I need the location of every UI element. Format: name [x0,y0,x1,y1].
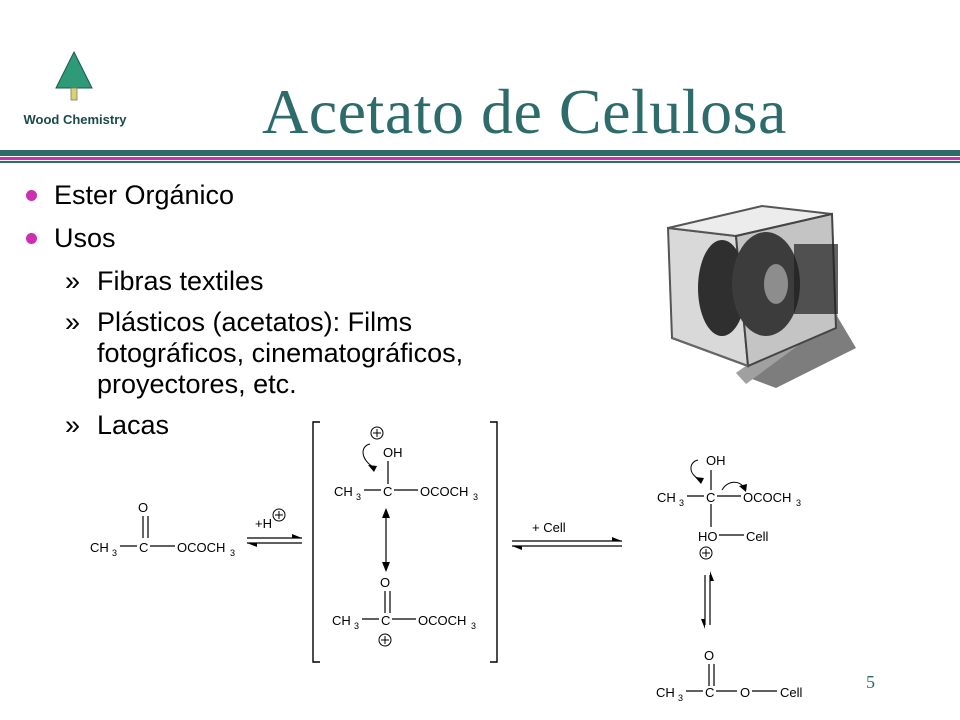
bullet-text: Usos [54,223,116,253]
sub-bullet-item: » Plásticos (acetatos): Films fotográfic… [22,307,542,400]
chem-subscript: 3 [471,621,476,631]
bullet-item: Ester Orgánico [22,180,542,211]
chem-label: OH [706,453,726,468]
reagent-label: +H [255,516,272,531]
chem-label: Cell [780,685,803,700]
logo: Wood Chemistry [0,50,150,132]
chem-label: Cell [746,529,769,544]
bullet-text: Ester Orgánico [54,180,235,210]
page-number: 5 [866,672,875,692]
plus-charge-icon [370,426,384,440]
chem-label: CH [657,490,676,505]
header-rule-bottom [0,161,960,163]
chem-label: C [381,613,390,628]
sub-bullet-item: » Fibras textiles [22,266,542,297]
plus-charge-icon [378,633,392,647]
sub-bullet-marker: » [65,410,81,440]
chem-subscript: 3 [678,693,683,703]
chem-label: OCOCH [177,540,225,555]
logo-label: Wood Chemistry [23,112,127,127]
bullet-item: Usos [22,223,542,254]
left-bracket [312,421,320,663]
sub-bullet-marker: » [65,307,81,337]
chem-label: HO [698,529,718,544]
chem-label: O [740,685,750,700]
header-rule-middle [0,157,960,160]
chem-label: C [705,685,714,700]
chem-label: CH [90,540,109,555]
bullet-dot-icon [26,190,37,201]
chem-label: OH [383,445,403,460]
plus-charge-icon [272,508,286,522]
chem-label: O [380,575,390,590]
sub-bullet-line: Plásticos (acetatos): Films [97,307,413,337]
chem-subscript: 3 [356,492,361,502]
header-rule-top [0,150,960,156]
chem-subscript: 3 [112,548,117,558]
sub-bullet-text: Fibras textiles [97,266,264,296]
slide-title: Acetato de Celulosa [262,76,787,147]
sub-bullet-text: Lacas [97,410,170,440]
chem-subscript: 3 [230,548,235,558]
chem-label: CH [334,484,353,499]
chem-label: OCOCH [418,613,466,628]
right-bracket [490,421,498,663]
chem-label: C [383,484,392,499]
tree-icon [55,50,93,101]
chem-label: CH [332,613,351,628]
bullet-list: Ester Orgánico Usos » Fibras textiles » … [22,180,542,451]
chem-subscript: 3 [473,492,478,502]
chem-label: O [138,500,148,515]
chem-subscript: 3 [354,621,359,631]
chem-label: C [139,540,148,555]
chem-subscript: 3 [796,498,801,508]
chem-subscript: 3 [679,498,684,508]
chem-label: C [706,490,715,505]
chem-label: OCOCH [743,490,791,505]
film-roll-photo [666,204,856,388]
reagent-label: + Cell [532,520,566,535]
sub-bullet-line: proyectores, etc. [97,369,297,399]
bullet-dot-icon [26,233,37,244]
plus-charge-icon [699,546,713,560]
chem-label: CH [656,685,675,700]
sub-bullet-item: » Lacas [22,410,542,441]
sub-bullet-line: fotográficos, cinematográficos, [97,338,464,368]
chem-label: OCOCH [420,484,468,499]
chem-label: O [704,648,714,663]
sub-bullet-marker: » [65,266,81,296]
